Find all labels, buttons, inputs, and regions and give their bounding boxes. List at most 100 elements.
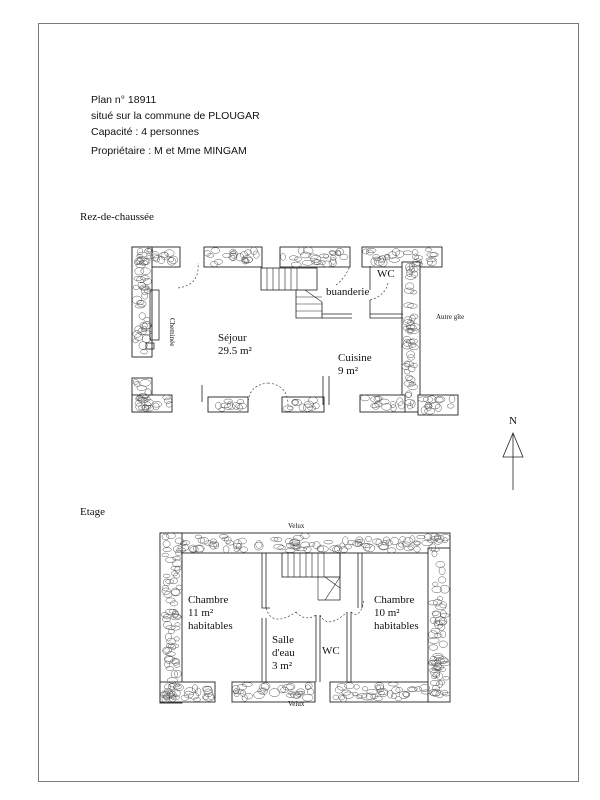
stone-pebble xyxy=(406,350,415,359)
stone-pebble xyxy=(371,402,380,410)
stone-pebble xyxy=(430,690,441,697)
stone-pebble xyxy=(147,246,154,255)
stone-pebble xyxy=(241,258,249,265)
stone-pebble xyxy=(160,251,169,260)
stone-pebble xyxy=(335,247,344,256)
stone-pebble xyxy=(383,253,391,259)
stone-pebble xyxy=(236,399,245,404)
stone-pebble xyxy=(372,538,382,545)
fireplace-label: Cheminée xyxy=(168,318,176,347)
stone-pebble xyxy=(137,397,149,404)
ground-floor-title: Rez-de-chaussée xyxy=(80,211,154,223)
stone-pebble xyxy=(396,397,404,406)
stone-pebble xyxy=(221,536,229,541)
bedroom-left-name: Chambre xyxy=(188,594,229,606)
stone-pebble xyxy=(172,614,181,619)
stone-pebble xyxy=(339,542,346,549)
stone-pebble xyxy=(403,302,414,308)
stone-pebble xyxy=(170,589,181,597)
stone-pebble xyxy=(175,584,183,591)
stone-pebble xyxy=(153,255,161,263)
stone-pebble xyxy=(172,545,183,553)
stone-pebble xyxy=(140,322,152,330)
stone-pebble xyxy=(172,556,182,561)
stone-pebble xyxy=(167,257,175,263)
stone-pebble xyxy=(273,537,283,543)
stone-pebble xyxy=(277,545,286,551)
stone-pebble xyxy=(233,546,240,553)
stone-pebble xyxy=(241,694,248,702)
stone-pebble xyxy=(140,330,152,335)
stone-pebble xyxy=(250,246,258,255)
stone-pebble xyxy=(435,690,444,699)
stone-pebble xyxy=(438,566,446,575)
stone-pebble xyxy=(382,536,390,544)
stone-pebble xyxy=(402,335,411,342)
stone-pebble xyxy=(172,559,182,568)
stone-pebble xyxy=(398,690,409,699)
stone-pebble xyxy=(220,402,231,409)
stone-pebble xyxy=(373,257,385,266)
stone-pebble xyxy=(357,693,368,699)
stone-pebble xyxy=(441,692,451,697)
plan-number: Plan n° 18911 xyxy=(91,94,157,106)
stone-pebble xyxy=(409,323,421,331)
stone-pebble xyxy=(433,664,444,671)
stone-pebble xyxy=(133,275,143,282)
bedroom-left-area: 11 m² xyxy=(188,607,214,619)
stone-pebble xyxy=(405,328,415,333)
stone-pebble xyxy=(408,342,417,348)
stone-pebble xyxy=(429,680,441,686)
stone-pebble xyxy=(387,690,394,699)
stone-pebble xyxy=(166,642,175,649)
stone-pebble xyxy=(244,249,252,255)
stone-pebble xyxy=(135,402,145,412)
stone-pebble xyxy=(239,546,248,553)
stone-pebble xyxy=(134,304,145,309)
stone-pebble xyxy=(407,303,418,309)
stone-pebble xyxy=(165,401,173,408)
stone-pebble xyxy=(161,587,171,595)
stone-pebble xyxy=(140,275,150,281)
stone-pebble xyxy=(302,693,314,702)
stone-pebble xyxy=(300,541,311,549)
page-border xyxy=(38,23,579,782)
bedroom-right-area: 10 m² xyxy=(374,607,400,619)
stone-pebble xyxy=(426,258,437,267)
stone-pebble xyxy=(280,686,289,693)
stone-pebble xyxy=(428,660,436,666)
stone-pebble xyxy=(183,690,194,699)
stone-pebble xyxy=(403,537,414,545)
stone-pebble xyxy=(135,396,146,402)
stone-pebble xyxy=(431,586,443,593)
stone-pebble xyxy=(414,541,421,546)
stone-pebble xyxy=(406,686,418,692)
stone-pebble xyxy=(168,608,178,614)
stone-pebble xyxy=(165,597,176,604)
kitchen-name: Cuisine xyxy=(338,352,372,364)
stone-pebble xyxy=(218,407,226,412)
stone-pebble xyxy=(419,684,430,692)
stone-pebble xyxy=(162,646,170,655)
stone-pebble xyxy=(255,540,263,549)
stone-pebble xyxy=(193,544,205,553)
stone-pebble xyxy=(432,581,439,587)
stone-pebble xyxy=(366,248,377,253)
stone-pebble xyxy=(164,660,170,669)
stone-pebble xyxy=(425,257,437,262)
stone-pebble xyxy=(404,399,415,406)
stone-pebble xyxy=(413,260,422,266)
stone-pebble xyxy=(403,339,412,347)
stone-pebble xyxy=(135,262,146,269)
stone-pebble xyxy=(366,688,378,695)
stone-pebble xyxy=(389,401,397,408)
stone-pebble xyxy=(362,248,370,255)
stone-pebble xyxy=(375,684,381,691)
stone-pebble xyxy=(291,398,302,407)
laundry-label: buanderie xyxy=(326,286,370,298)
stone-pebble xyxy=(142,278,152,285)
north-label: N xyxy=(509,415,517,427)
stone-pebble xyxy=(409,314,416,322)
stone-pebble xyxy=(435,396,444,404)
